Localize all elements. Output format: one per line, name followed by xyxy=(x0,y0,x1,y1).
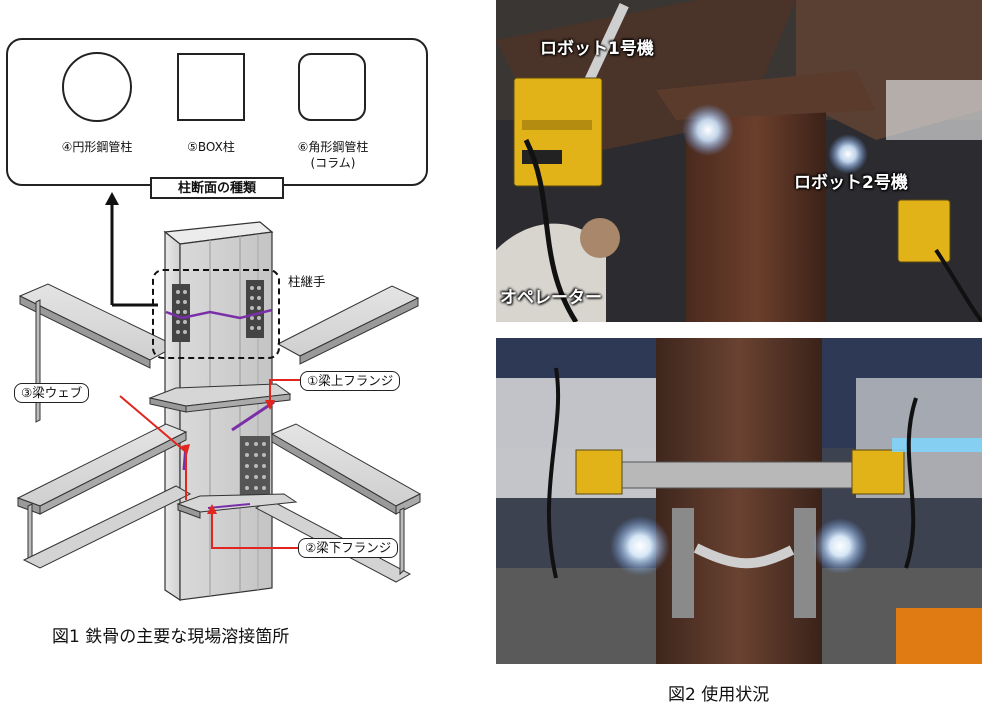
circular-steel-pipe-shape xyxy=(62,52,132,122)
section-shapes xyxy=(62,52,366,122)
figure2-caption: 図2 使用状況 xyxy=(668,685,770,705)
callout-beam-bottom-flange: ②梁下フランジ xyxy=(298,538,399,558)
operator xyxy=(496,223,606,322)
square-steel-pipe-shape xyxy=(298,53,366,121)
beam-front-left xyxy=(16,423,192,569)
upper-diaphragm xyxy=(148,383,292,413)
box-column-shape xyxy=(177,53,245,121)
label-robot-2: ロボット2号機 xyxy=(794,173,908,193)
photo-column-welding xyxy=(496,338,982,664)
column-splice-plates xyxy=(165,280,273,342)
callout-leader-lines xyxy=(119,379,312,549)
beam-back-right xyxy=(276,285,420,365)
section-sublabel-column: (コラム) xyxy=(310,156,356,170)
callout-beam-web: ③梁ウェブ xyxy=(14,383,90,403)
beam-web-splice-plate xyxy=(240,436,270,496)
photo-robots-in-use xyxy=(496,0,982,322)
joint-pointer-arrow xyxy=(105,192,158,307)
section-label-square: ⑥角形鋼管柱 xyxy=(297,140,369,154)
section-label-circular: ④円形鋼管柱 xyxy=(61,140,133,154)
weld-top-flange xyxy=(231,400,275,432)
section-label-box: ⑤BOX柱 xyxy=(187,140,235,154)
robot-2 xyxy=(897,199,951,263)
label-robot-1: ロボット1号機 xyxy=(540,39,654,59)
robot-1 xyxy=(513,77,603,187)
robot-left xyxy=(575,449,623,495)
callout-beam-top-flange: ①梁上フランジ xyxy=(300,371,401,391)
lower-diaphragm xyxy=(176,493,298,519)
guide-rail xyxy=(615,461,867,489)
column-joint-dashed-box xyxy=(152,269,280,359)
callout-column-joint: 柱継手 xyxy=(288,273,326,291)
label-operator: オペレーター xyxy=(500,288,602,308)
weld-bottom-flange xyxy=(207,503,251,509)
section-box-title: 柱断面の種類 xyxy=(150,177,284,199)
robot-right xyxy=(851,449,905,495)
figure1-caption: 図1 鉄骨の主要な現場溶接箇所 xyxy=(52,627,290,647)
